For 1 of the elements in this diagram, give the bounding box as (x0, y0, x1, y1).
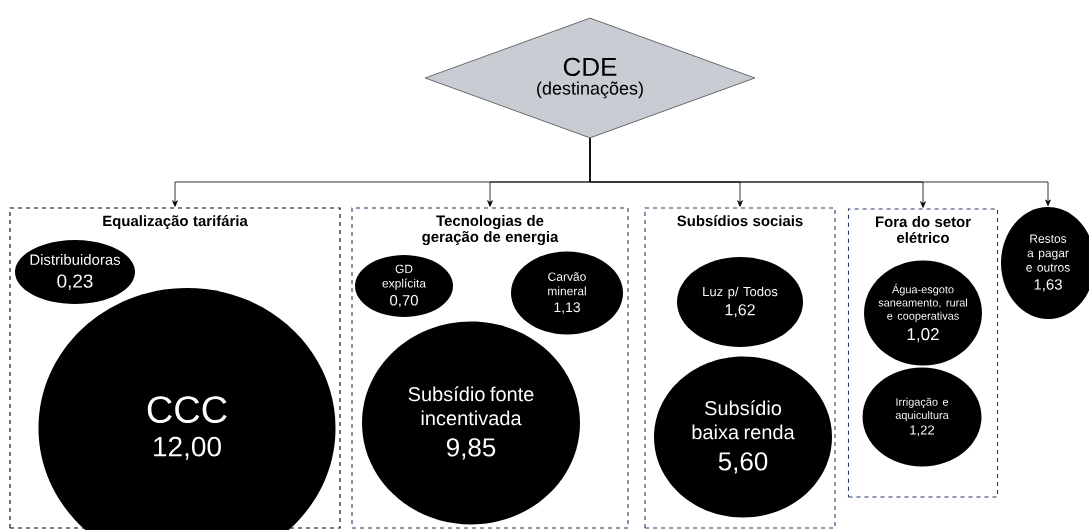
arrow (589, 137, 1051, 207)
